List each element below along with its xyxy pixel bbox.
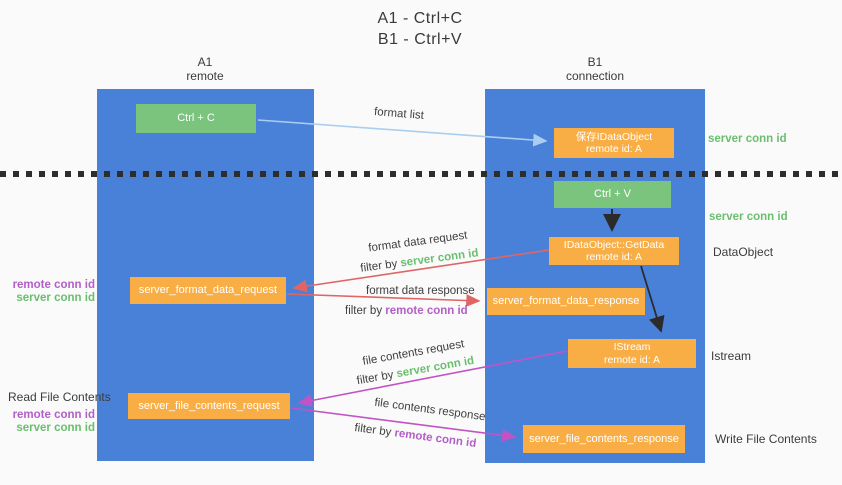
filter-by-text: filter by bbox=[353, 422, 393, 439]
node-save-idataobject: 保存IDataObject remote id: A bbox=[554, 128, 674, 158]
label-server-conn-id-top: server conn id bbox=[708, 133, 787, 145]
lane-b1-subtitle: connection bbox=[565, 69, 625, 83]
node-save-idataobject-line1: 保存IDataObject bbox=[575, 130, 653, 143]
node-server-file-contents-response: server_file_contents_response bbox=[523, 425, 685, 453]
filter-by-text: filter by bbox=[359, 257, 399, 275]
label-server-conn-id-mid: server conn id bbox=[709, 211, 788, 223]
label-dataobject: DataObject bbox=[713, 245, 774, 259]
node-ctrl-c: Ctrl + C bbox=[136, 104, 256, 133]
label-format-list: format list bbox=[373, 106, 425, 122]
label-filter-by-remote-conn-id-2: filter by remote conn id bbox=[354, 422, 477, 450]
label-remote-conn-id-left-2: remote conn id bbox=[12, 409, 95, 421]
node-ctrl-c-label: Ctrl + C bbox=[177, 112, 215, 124]
remote-conn-id-text: remote conn id bbox=[393, 427, 477, 450]
label-remote-conn-id-left-1: remote conn id bbox=[12, 279, 95, 291]
lane-a1-subtitle: remote bbox=[186, 69, 224, 83]
filter-by-text: filter by bbox=[355, 368, 395, 388]
lane-b1-name: B1 bbox=[587, 55, 603, 69]
label-format-data-response: format data response bbox=[366, 285, 475, 297]
node-server-file-contents-response-label: server_file_contents_response bbox=[529, 432, 679, 445]
label-write-file-contents: Write File Contents bbox=[715, 432, 817, 446]
lane-b1-header: B1 connection bbox=[535, 55, 655, 83]
label-server-conn-id-left-2: server conn id bbox=[16, 422, 95, 434]
node-server-file-contents-request: server_file_contents_request bbox=[128, 393, 290, 419]
diagram-title: A1 - Ctrl+C B1 - Ctrl+V bbox=[320, 8, 520, 50]
label-file-contents-response: file contents response bbox=[373, 396, 487, 424]
node-idataobject-getdata: IDataObject::GetData remote id: A bbox=[549, 237, 679, 265]
lane-a1-header: A1 remote bbox=[145, 55, 265, 83]
left-conn-id-stack-2: remote conn id server conn id bbox=[13, 409, 95, 435]
node-server-file-contents-request-label: server_file_contents_request bbox=[138, 399, 280, 412]
node-server-format-data-request-label: server_format_data_request bbox=[138, 284, 278, 296]
node-idataobject-getdata-line1: IDataObject::GetData bbox=[563, 238, 665, 251]
divider-dotted-line bbox=[0, 171, 842, 177]
label-read-file-contents: Read File Contents bbox=[8, 390, 111, 404]
filter-by-text: filter by bbox=[345, 305, 383, 317]
title-line-b1: B1 - Ctrl+V bbox=[377, 31, 463, 48]
node-idataobject-getdata-line2: remote id: A bbox=[585, 251, 643, 263]
node-ctrl-v-label: Ctrl + V bbox=[594, 188, 631, 200]
server-conn-id-text: server conn id bbox=[399, 247, 480, 270]
node-server-format-data-request: server_format_data_request bbox=[130, 277, 286, 304]
left-conn-id-stack-1: remote conn id server conn id bbox=[13, 279, 95, 305]
node-server-format-data-response: server_format_data_response bbox=[487, 288, 645, 315]
remote-conn-id-text: remote conn id bbox=[385, 305, 468, 317]
node-istream-line2: remote id: A bbox=[603, 353, 661, 366]
node-ctrl-v: Ctrl + V bbox=[554, 181, 671, 208]
node-save-idataobject-line2: remote id: A bbox=[585, 143, 643, 155]
node-istream: IStream remote id: A bbox=[568, 339, 696, 368]
lane-a1-name: A1 bbox=[197, 55, 213, 69]
label-istream: Istream bbox=[711, 349, 752, 363]
node-server-format-data-response-label: server_format_data_response bbox=[492, 295, 640, 307]
label-server-conn-id-left-1: server conn id bbox=[16, 292, 95, 304]
title-line-a1: A1 - Ctrl+C bbox=[377, 10, 463, 27]
node-istream-line1: IStream bbox=[613, 341, 651, 353]
label-filter-by-remote-conn-id-1: filter by remote conn id bbox=[345, 305, 468, 317]
